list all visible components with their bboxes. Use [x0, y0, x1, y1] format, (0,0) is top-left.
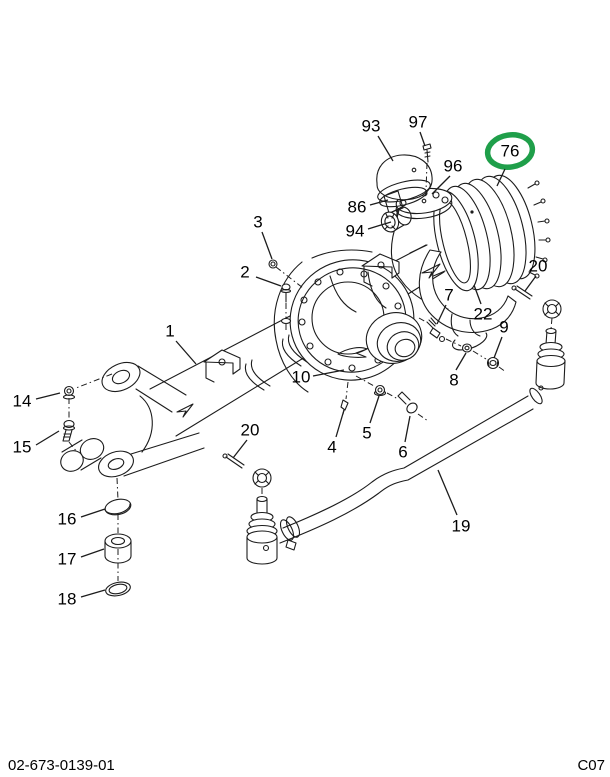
arrow-pennant-beam — [176, 403, 194, 418]
callout-layer: 1 2 3 4 5 6 7 8 9 10 14 15 16 17 18 19 20 20 22 76 86 93 94 96 9… — [13, 113, 548, 609]
leader-5 — [369, 395, 380, 424]
highlight-ellipse — [484, 132, 536, 170]
washer-2 — [280, 317, 292, 325]
bolt-15 — [62, 419, 76, 442]
leader-6 — [404, 415, 411, 443]
leader-9 — [493, 336, 503, 359]
callout-16: 16 — [58, 510, 77, 529]
leader-10 — [312, 369, 345, 377]
callout-94: 94 — [346, 222, 365, 241]
leader-94 — [367, 221, 392, 230]
chamber-port — [411, 167, 417, 173]
cotter-pin-left — [222, 453, 245, 469]
leader-18 — [80, 589, 106, 598]
grease-fitting-7 — [426, 317, 446, 343]
castle-nut-right — [542, 299, 562, 319]
callout-14: 14 — [13, 392, 32, 411]
callout-10: 10 — [292, 368, 311, 387]
leader-93 — [377, 135, 394, 162]
callout-5: 5 — [362, 424, 371, 443]
callout-17: 17 — [58, 550, 77, 569]
differential-carrier — [289, 259, 423, 381]
ring-18 — [105, 581, 131, 597]
callout-15: 15 — [13, 438, 32, 457]
leader-86 — [369, 199, 389, 206]
assembly-lines — [68, 162, 553, 581]
nut-5 — [373, 384, 387, 397]
orientation-arrows — [176, 263, 441, 418]
leader-3 — [261, 231, 273, 260]
callout-20: 20 — [529, 257, 548, 276]
callout-6: 6 — [398, 443, 407, 462]
arrow-pennant-knuckle — [421, 263, 441, 279]
callout-8: 8 — [449, 371, 458, 390]
castle-nut-left — [252, 468, 272, 488]
spring-bracket-right — [361, 253, 400, 287]
leader-8 — [455, 352, 467, 371]
tie-rod-end-right — [529, 327, 566, 405]
leader-96 — [431, 175, 451, 195]
leader-2 — [255, 276, 282, 287]
footer-doc-number: 02-673-0139-01 — [8, 757, 115, 774]
carrier-tab — [337, 347, 368, 358]
leader-97 — [419, 131, 426, 147]
callout-1: 1 — [165, 322, 174, 341]
leader-76 — [496, 168, 506, 187]
callout-4: 4 — [327, 438, 336, 457]
leader-1 — [175, 340, 197, 365]
leader-15 — [35, 430, 60, 446]
callout-93: 93 — [362, 117, 381, 136]
callout-18: 18 — [58, 590, 77, 609]
footer-page-code: C07 — [577, 757, 605, 774]
leader-22 — [473, 284, 482, 305]
leader-4 — [335, 409, 345, 438]
drum-dot — [470, 210, 474, 214]
tie-rod-end-left — [246, 495, 301, 565]
callout-76: 76 — [501, 142, 520, 161]
cotter-pin-right — [511, 285, 533, 300]
callout-20: 20 — [241, 421, 260, 440]
callout-22: 22 — [474, 305, 493, 324]
nut-3 — [268, 259, 278, 269]
nut-14 — [62, 385, 76, 400]
callout-9: 9 — [499, 318, 508, 337]
washer-8 — [461, 343, 473, 353]
callout-97: 97 — [409, 113, 428, 132]
bolt-97 — [422, 143, 432, 163]
leader-20 — [232, 439, 248, 459]
callout-3: 3 — [253, 213, 262, 232]
cam-part — [380, 206, 412, 233]
bushing-17 — [104, 533, 132, 564]
callout-96: 96 — [444, 157, 463, 176]
leader-19 — [437, 469, 458, 516]
drum-studs — [527, 180, 551, 279]
callout-19: 19 — [452, 517, 471, 536]
spring-bracket-left — [203, 349, 241, 383]
leader-20 — [524, 275, 537, 292]
pin-4 — [340, 399, 349, 415]
callout-2: 2 — [240, 263, 249, 282]
callout-7: 7 — [444, 286, 453, 305]
leader-14 — [35, 392, 61, 400]
bolt-6 — [397, 391, 418, 414]
bolt-2 — [280, 283, 292, 303]
washer-16 — [104, 498, 132, 516]
tie-rod — [279, 395, 534, 544]
left-yoke — [98, 361, 205, 478]
kingpin-plug — [60, 438, 105, 472]
brake-drum — [433, 174, 551, 292]
axle-center-housing — [273, 249, 373, 393]
leader-16 — [80, 508, 106, 518]
callout-86: 86 — [348, 198, 367, 217]
leader-7 — [436, 304, 447, 325]
leader-17 — [80, 548, 105, 558]
nut-9 — [486, 356, 500, 370]
